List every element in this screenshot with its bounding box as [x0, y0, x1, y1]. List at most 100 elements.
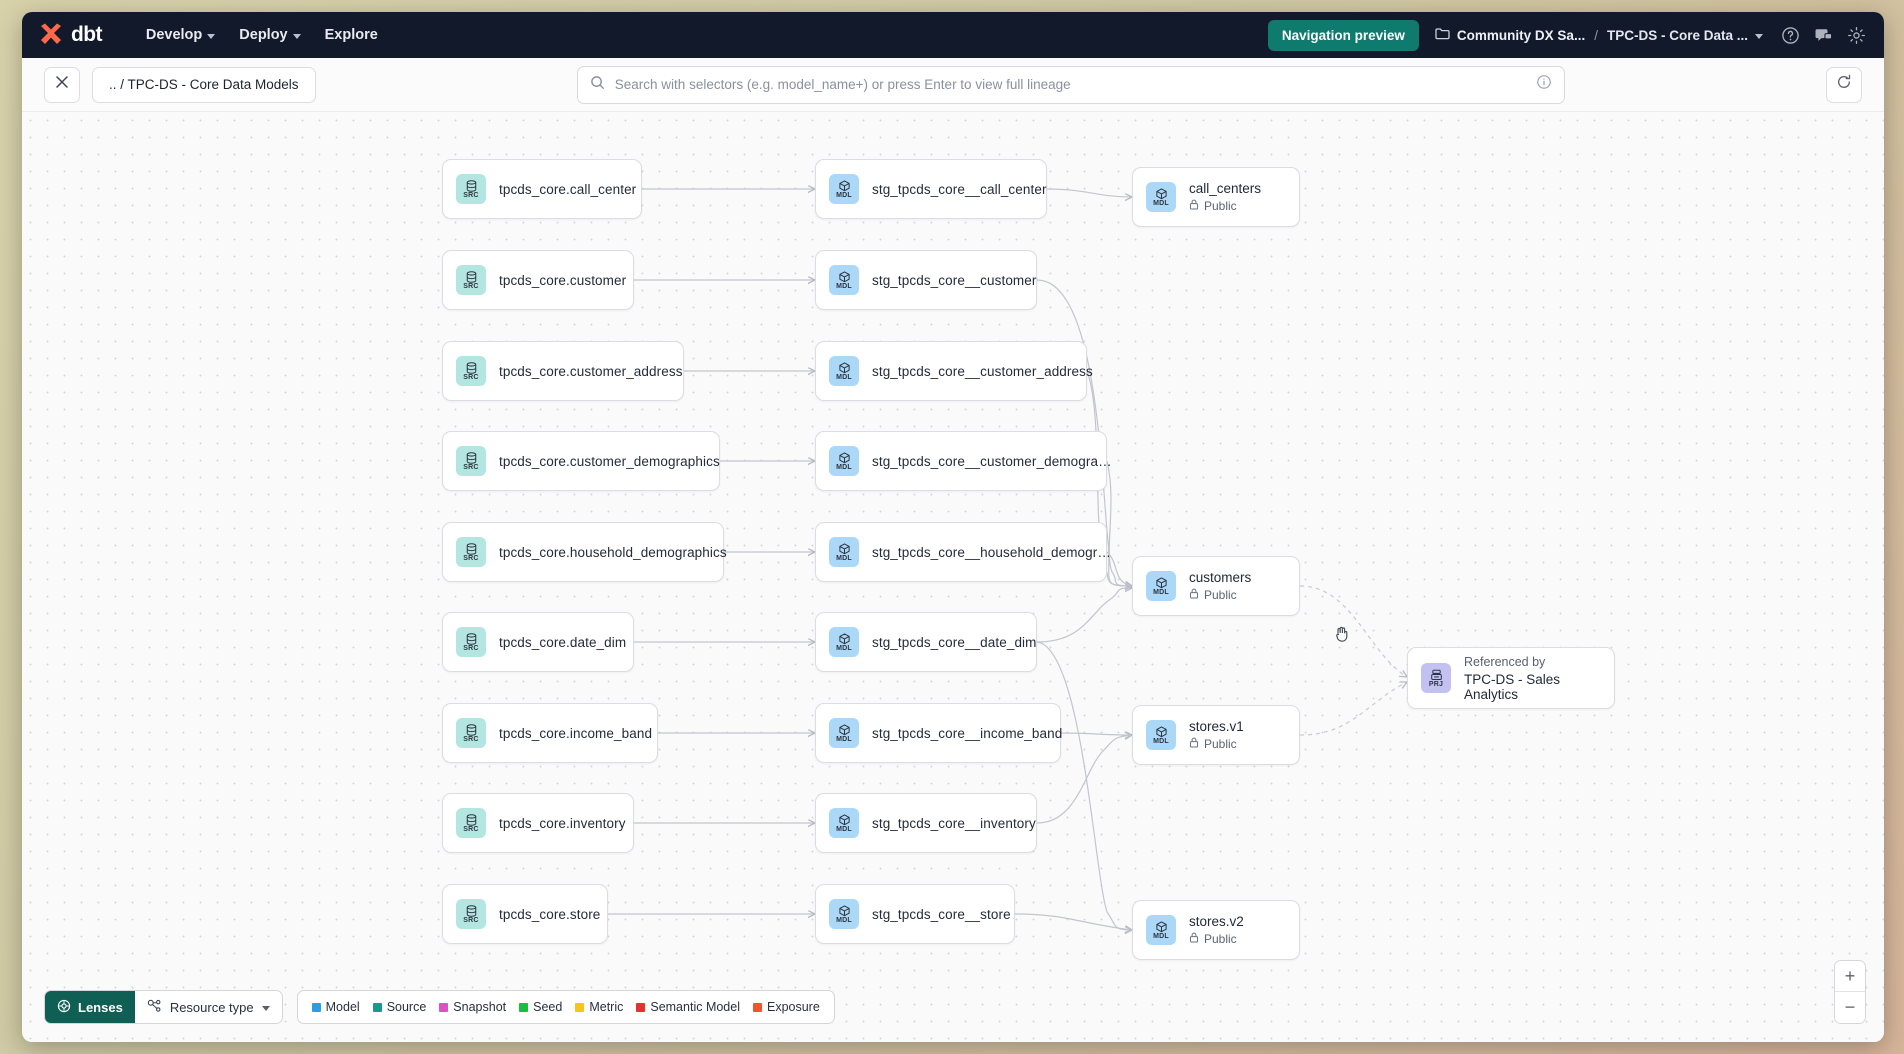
- badge-label: MDL: [836, 735, 852, 743]
- account-project-breadcrumb[interactable]: Community DX Sa... / TPC-DS - Core Data …: [1435, 27, 1763, 43]
- badge-label: SRC: [463, 735, 479, 743]
- lineage-node-mart[interactable]: MDL call_centers Public: [1132, 167, 1300, 227]
- node-label: stg_tpcds_core__customer_demogra…: [872, 453, 1112, 469]
- project-badge: PRJ: [1421, 663, 1451, 693]
- model-badge: MDL: [1146, 182, 1176, 212]
- badge-label: SRC: [463, 916, 479, 924]
- lineage-node-model[interactable]: MDL stg_tpcds_core__customer_address: [815, 341, 1093, 401]
- lineage-node-mart[interactable]: MDL customers Public: [1132, 556, 1300, 616]
- lineage-node-source[interactable]: SRC tpcds_core.customer_address: [442, 341, 684, 401]
- lineage-node-model[interactable]: MDL stg_tpcds_core__household_demogr…: [815, 522, 1111, 582]
- folder-icon: [1435, 27, 1450, 43]
- lineage-node-project-reference[interactable]: PRJ Referenced by TPC-DS - Sales Analyti…: [1407, 647, 1615, 709]
- lineage-node-source[interactable]: SRC tpcds_core.store: [442, 884, 608, 944]
- node-label: stg_tpcds_core__date_dim: [872, 634, 1037, 650]
- node-access: Public: [1189, 737, 1244, 751]
- node-label: tpcds_core.income_band: [499, 725, 653, 741]
- source-badge: SRC: [456, 899, 486, 929]
- lineage-breadcrumb-chip[interactable]: .. / TPC-DS - Core Data Models: [92, 66, 316, 103]
- node-title: stores.v1: [1189, 719, 1244, 734]
- model-badge: MDL: [829, 356, 859, 386]
- nav-item-deploy[interactable]: Deploy: [227, 21, 312, 49]
- search-box[interactable]: [576, 65, 1565, 104]
- navigation-preview-button[interactable]: Navigation preview: [1267, 19, 1419, 51]
- lineage-node-model[interactable]: MDL stg_tpcds_core__store: [815, 884, 1015, 944]
- resource-type-dropdown[interactable]: Resource type: [134, 991, 282, 1023]
- node-label: tpcds_core.customer: [499, 272, 627, 288]
- zoom-in-button[interactable]: +: [1835, 961, 1865, 992]
- settings-gear-icon[interactable]: [1847, 26, 1866, 45]
- node-label: tpcds_core.customer_demographics: [499, 453, 720, 469]
- badge-label: MDL: [836, 916, 852, 924]
- lineage-node-source[interactable]: SRC tpcds_core.income_band: [442, 703, 658, 763]
- cube-icon: [838, 723, 851, 735]
- nav-item-develop[interactable]: Develop: [134, 21, 227, 49]
- lineage-node-source[interactable]: SRC tpcds_core.household_demographics: [442, 522, 727, 582]
- nav-develop-label: Develop: [145, 27, 203, 43]
- lineage-node-model[interactable]: MDL stg_tpcds_core__customer_demogra…: [815, 431, 1112, 491]
- node-body: stores.v2 Public: [1189, 914, 1244, 946]
- lenses-button[interactable]: Lenses: [45, 991, 135, 1023]
- lineage-bottom-bar: Lenses Resource type Model Source Snapsh…: [44, 990, 835, 1024]
- nav-item-explore[interactable]: Explore: [313, 21, 390, 49]
- lineage-node-source[interactable]: SRC tpcds_core.inventory: [442, 793, 634, 853]
- model-badge: MDL: [829, 446, 859, 476]
- model-badge: MDL: [829, 537, 859, 567]
- lineage-node-model[interactable]: MDL stg_tpcds_core__income_band: [815, 703, 1062, 763]
- lineage-node-source[interactable]: SRC tpcds_core.customer: [442, 250, 634, 310]
- database-icon: [465, 904, 478, 917]
- node-label: tpcds_core.store: [499, 906, 601, 922]
- lens-control-group: Lenses Resource type: [44, 990, 283, 1024]
- model-badge: MDL: [829, 718, 859, 748]
- node-label: stg_tpcds_core__inventory: [872, 815, 1036, 831]
- node-body: stores.v1 Public: [1189, 719, 1244, 751]
- close-button[interactable]: [44, 66, 80, 103]
- lock-icon: [1189, 199, 1199, 213]
- feedback-icon[interactable]: [1814, 26, 1833, 45]
- source-badge: SRC: [456, 265, 486, 295]
- cube-icon: [1155, 725, 1168, 737]
- legend-label: Snapshot: [453, 1000, 507, 1014]
- lineage-node-source[interactable]: SRC tpcds_core.customer_demographics: [442, 431, 720, 491]
- search-icon: [590, 75, 605, 95]
- badge-label: SRC: [463, 282, 479, 290]
- resource-type-label: Resource type: [169, 999, 254, 1015]
- lineage-node-mart[interactable]: MDL stores.v2 Public: [1132, 900, 1300, 960]
- model-badge: MDL: [829, 627, 859, 657]
- info-icon[interactable]: [1536, 74, 1552, 95]
- refresh-icon: [1836, 74, 1852, 95]
- lineage-node-model[interactable]: MDL stg_tpcds_core__call_center: [815, 159, 1047, 219]
- cube-icon: [1155, 576, 1168, 588]
- badge-label: MDL: [836, 554, 852, 562]
- nav-deploy-label: Deploy: [239, 27, 288, 43]
- node-body: Referenced by TPC-DS - Sales Analytics: [1464, 655, 1598, 702]
- lineage-graph-canvas[interactable]: SRC tpcds_core.call_center SRC tpcds_cor…: [22, 112, 1884, 1042]
- lineage-node-source[interactable]: SRC tpcds_core.date_dim: [442, 612, 634, 672]
- lineage-node-mart[interactable]: MDL stores.v1 Public: [1132, 705, 1300, 765]
- badge-label: SRC: [463, 554, 479, 562]
- badge-label: PRJ: [1428, 680, 1444, 688]
- topnav-icon-group: [1781, 26, 1866, 45]
- breadcrumb-separator: /: [1594, 27, 1598, 43]
- cube-icon: [838, 361, 851, 373]
- badge-label: MDL: [1153, 932, 1169, 940]
- project-icon: [1430, 668, 1443, 680]
- lineage-node-model[interactable]: MDL stg_tpcds_core__inventory: [815, 793, 1037, 853]
- lineage-node-model[interactable]: MDL stg_tpcds_core__date_dim: [815, 612, 1037, 672]
- search-input[interactable]: [614, 77, 1526, 92]
- node-label: tpcds_core.call_center: [499, 181, 637, 197]
- lineage-edges: [608, 112, 1884, 1042]
- chevron-down-icon[interactable]: [1755, 33, 1763, 39]
- help-icon[interactable]: [1781, 26, 1800, 45]
- legend-item-exposure: Exposure: [752, 1000, 820, 1014]
- reference-title: TPC-DS - Sales Analytics: [1464, 671, 1561, 702]
- database-icon: [465, 179, 478, 192]
- legend-item-source: Source: [372, 1000, 426, 1014]
- badge-label: SRC: [463, 644, 479, 652]
- refresh-button[interactable]: [1826, 66, 1862, 103]
- zoom-out-button[interactable]: −: [1835, 992, 1865, 1023]
- lineage-node-source[interactable]: SRC tpcds_core.call_center: [442, 159, 642, 219]
- node-body: customers Public: [1189, 570, 1251, 602]
- lineage-node-model[interactable]: MDL stg_tpcds_core__customer: [815, 250, 1037, 310]
- dbt-logo[interactable]: dbt: [38, 23, 102, 47]
